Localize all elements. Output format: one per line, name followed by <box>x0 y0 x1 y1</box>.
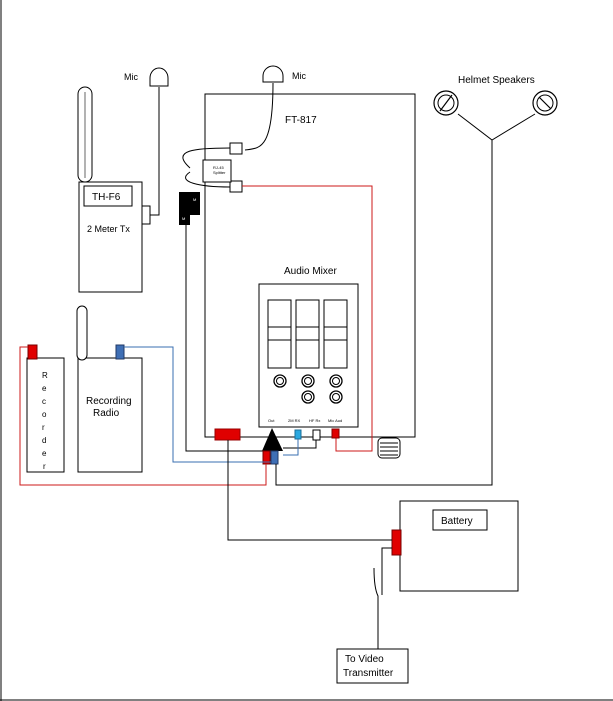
mixer-knobs <box>273 374 343 404</box>
mic-right-icon <box>262 65 284 83</box>
splitter-cable-bottom <box>185 171 231 188</box>
svg-text:d: d <box>42 436 46 445</box>
video-transmitter-label-2: Transmitter <box>343 668 394 679</box>
helmet-speakers-label: Helmet Speakers <box>458 75 535 86</box>
fader-3 <box>323 299 348 369</box>
red-wire-recorder <box>19 346 267 486</box>
mixer-faders <box>267 299 348 369</box>
mic-left-icon <box>149 67 169 87</box>
thf6-side-jack <box>141 205 151 225</box>
audio-mixer-label: Audio Mixer <box>284 266 337 277</box>
m-connector-icon <box>179 192 200 225</box>
recording-radio-blue-connector <box>115 344 125 360</box>
video-transmitter-label-1: To Video <box>345 654 384 665</box>
jack-2m-rx <box>294 429 302 440</box>
speaker-right-icon <box>532 90 558 116</box>
fader-2 <box>295 299 320 369</box>
m-connector-label-2: M <box>182 216 185 221</box>
ft817-box <box>204 93 416 438</box>
battery-red-connector <box>391 529 402 556</box>
recording-radio-antenna-icon <box>76 305 88 361</box>
svg-text:e: e <box>42 384 47 393</box>
mic-left-cable <box>150 87 160 216</box>
mic-right-label: Mic <box>292 71 306 81</box>
mixer-2m-rx-label: 2M RX <box>288 418 301 423</box>
splitter-cable-top <box>182 147 231 169</box>
svg-text:r: r <box>43 462 46 471</box>
thf6-label: TH-F6 <box>92 192 121 203</box>
red-wire-mic-aud <box>242 185 373 452</box>
battery-box <box>399 500 519 592</box>
splitter-bottom-jack <box>229 180 243 193</box>
recording-radio-box <box>77 357 143 473</box>
mixer-out-label: Out <box>268 418 275 423</box>
splitter-label-1: RJ-45 <box>213 165 224 170</box>
thf6-label-box <box>83 185 133 207</box>
ft817-label: FT-817 <box>285 115 317 126</box>
thf6-antenna-icon <box>77 86 93 183</box>
recorder-label: R e c o r d e r <box>42 371 48 471</box>
recording-radio-label-2: Radio <box>93 408 120 419</box>
svg-text:e: e <box>42 449 47 458</box>
svg-text:c: c <box>42 397 46 406</box>
mic-left-label: Mic <box>124 72 138 82</box>
hf-rx-wire <box>283 440 317 449</box>
splitter-top-jack <box>229 142 243 155</box>
speaker-grille-icon <box>377 437 401 459</box>
mixer-mic-aud-label: Mic Aud <box>328 418 342 423</box>
battery-label: Battery <box>441 516 473 527</box>
black-wire-m-to-out <box>185 225 264 452</box>
mixer-hf-rx-label: HF Rx <box>309 418 320 423</box>
speaker-cable-y <box>457 113 536 141</box>
speaker-cable-main <box>275 140 493 486</box>
battery-label-box <box>432 509 488 531</box>
mic-right-cable <box>244 82 274 151</box>
m-connector-label-1: M <box>193 197 196 202</box>
svg-text:R: R <box>42 371 48 380</box>
fader-1 <box>267 299 292 369</box>
jack-mic-aud <box>331 428 340 439</box>
recorder-red-connector <box>27 344 38 360</box>
svg-text:o: o <box>42 410 47 419</box>
splitter-label-2: Splitter <box>213 170 226 175</box>
power-wire-to-ft817 <box>227 440 392 541</box>
blue-wire-2m-rx <box>283 439 299 456</box>
speaker-left-icon <box>433 90 459 116</box>
splitter-body <box>202 159 232 183</box>
junction-plug-blue <box>270 450 279 465</box>
jack-hf-rx <box>312 429 321 441</box>
two-meter-tx-label: 2 Meter Tx <box>87 224 130 234</box>
video-cable <box>373 547 392 649</box>
ft817-power-connector <box>214 428 241 441</box>
recorder-box <box>26 357 65 473</box>
video-transmitter-box <box>336 648 409 684</box>
cable-junction-icon <box>262 428 283 451</box>
recording-radio-label-1: Recording <box>86 396 132 407</box>
svg-text:r: r <box>42 423 45 432</box>
blue-wire-recording-radio <box>124 346 271 463</box>
